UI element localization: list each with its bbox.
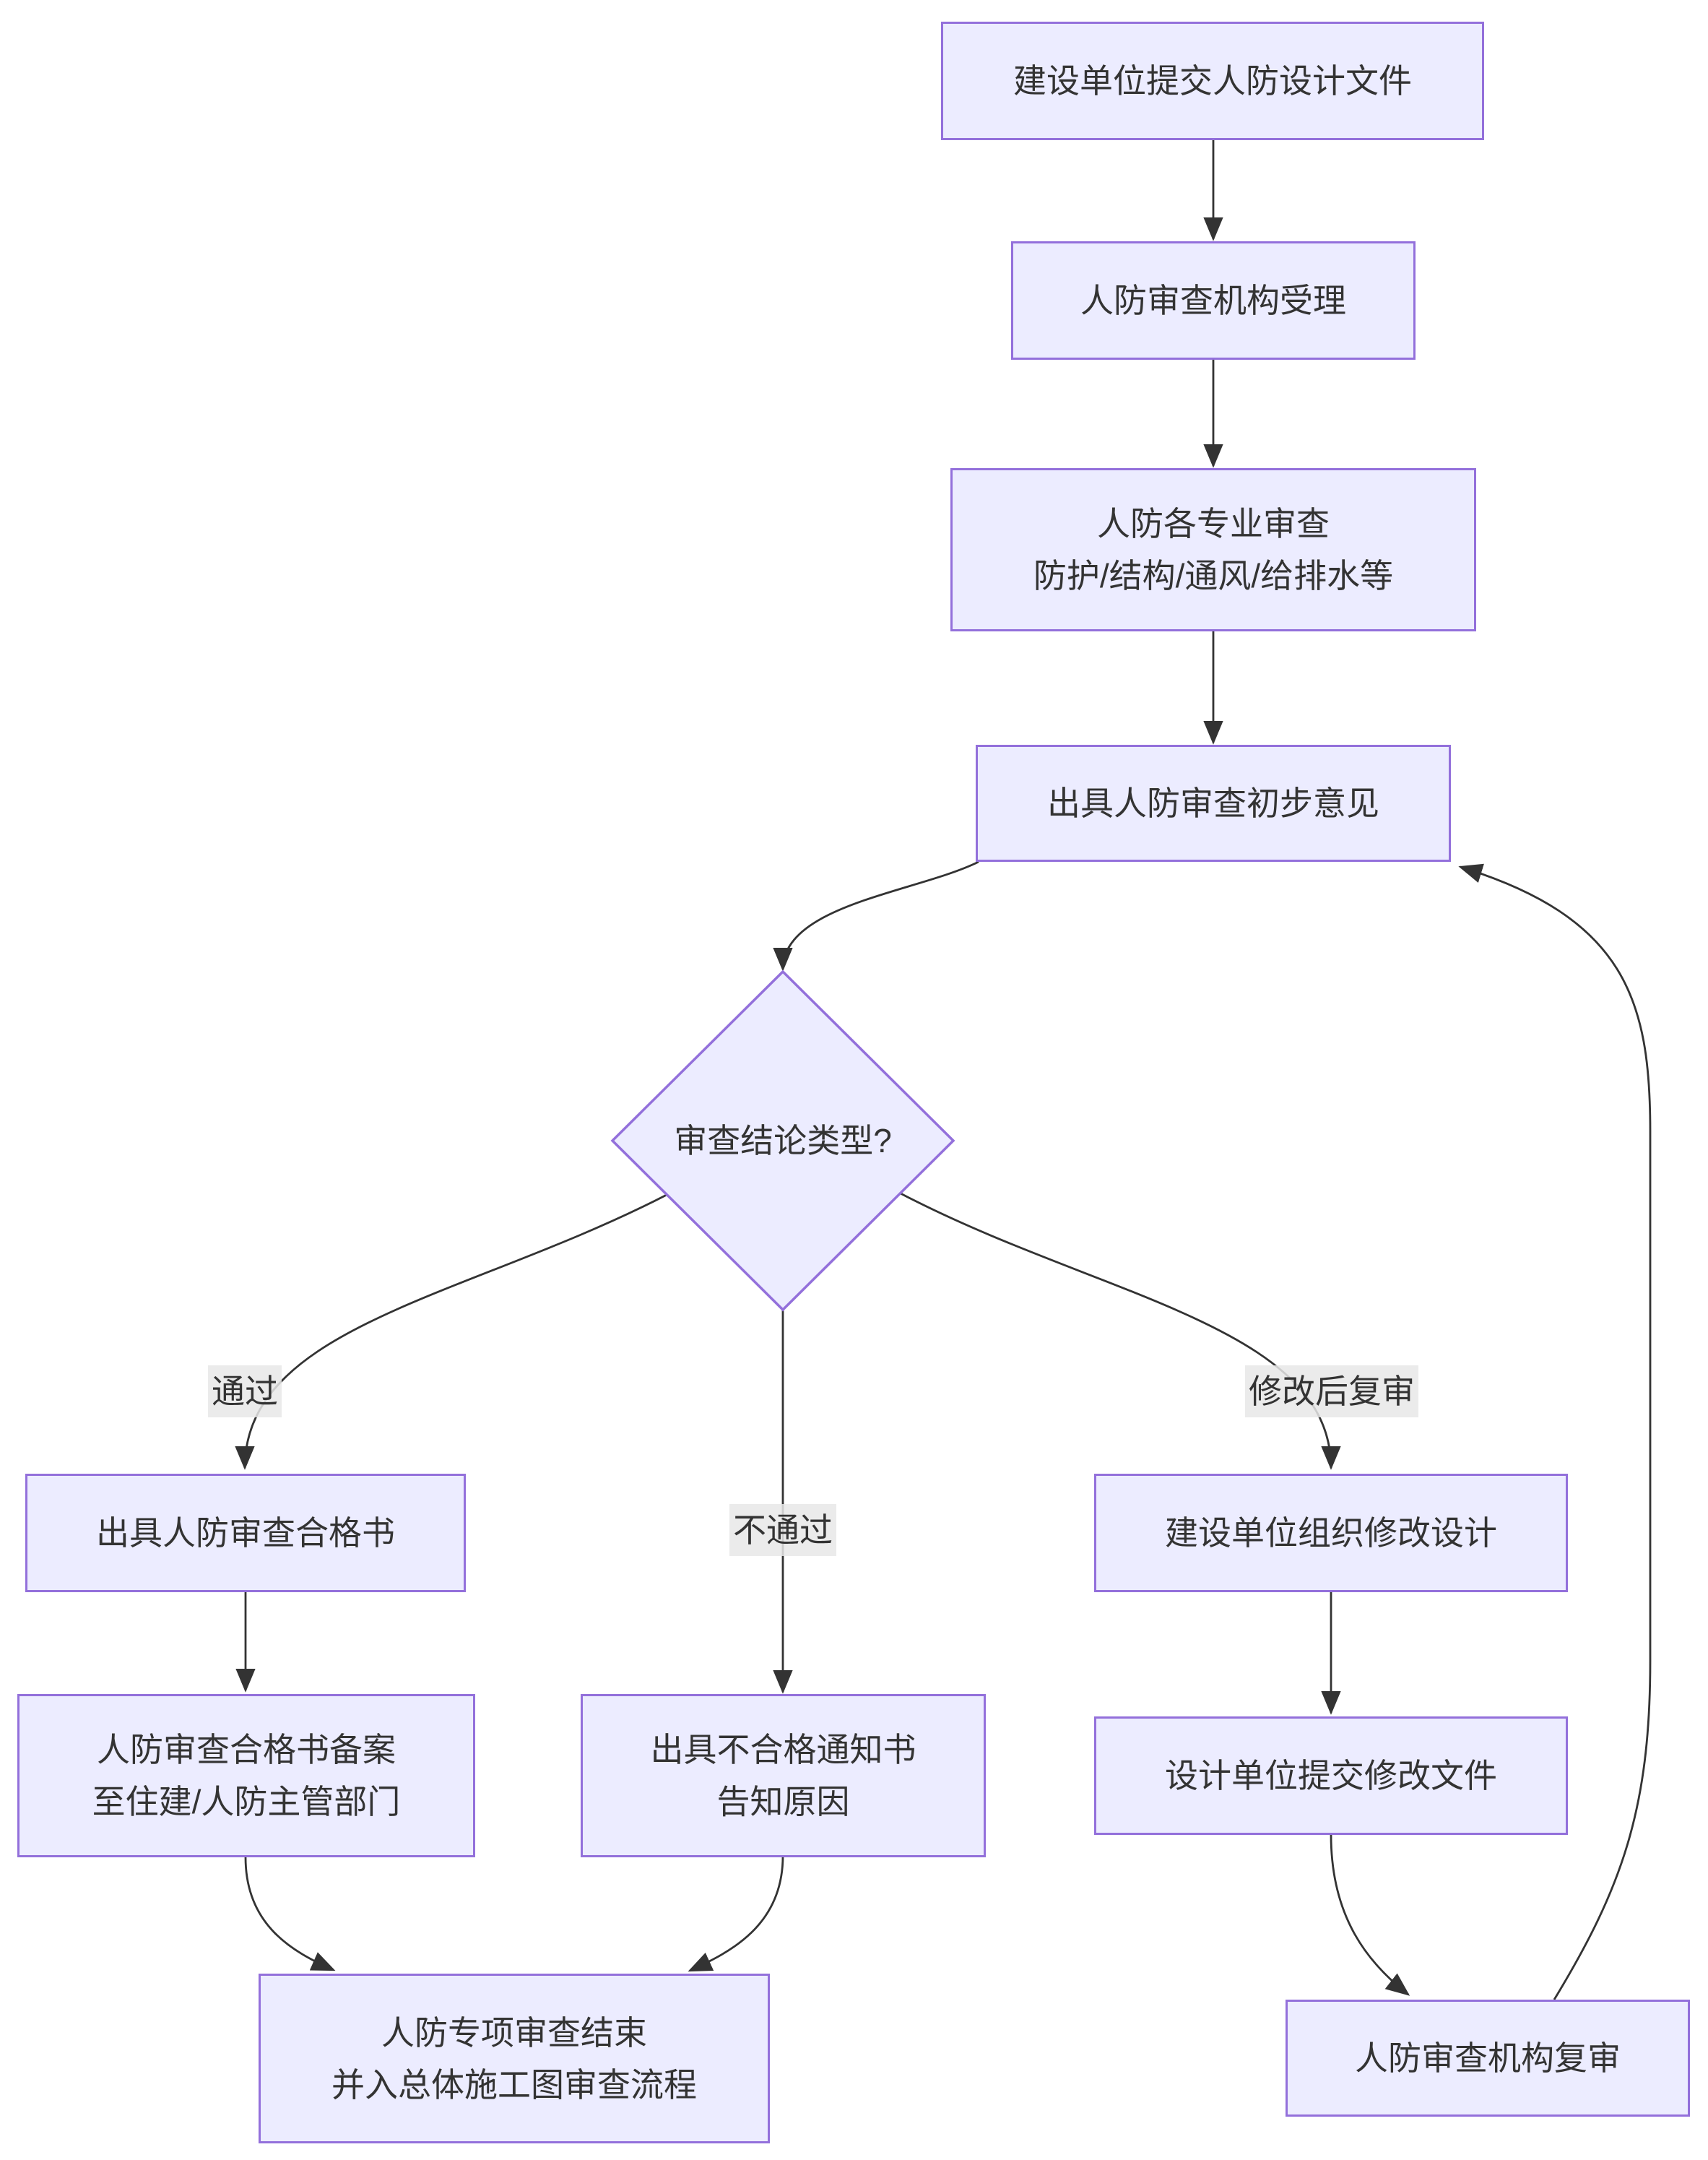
node-label: 人防审查机构复审 <box>1355 2039 1621 2077</box>
node-label-line2: 至住建/人防主管部门 <box>92 1783 401 1820</box>
node-specialty-review: 人防各专业审查 防护/结构/通风/给排水等 <box>950 468 1476 631</box>
decision-diamond-shape <box>610 969 955 1312</box>
node-submit-design-files: 建设单位提交人防设计文件 <box>941 22 1484 140</box>
node-label-line1: 出具不合格通知书 <box>650 1731 916 1768</box>
edge-filing-to-end <box>244 1857 336 1971</box>
node-label: 审查结论类型? <box>674 1122 892 1159</box>
node-label: 设计单位提交修改文件 <box>1165 1757 1497 1794</box>
edge-label-pass: 通过 <box>208 1365 282 1417</box>
node-review-body-recheck: 人防审查机构复审 <box>1286 2000 1690 2117</box>
node-issue-pass-certificate: 出具人防审查合格书 <box>25 1474 466 1592</box>
node-issue-fail-notice: 出具不合格通知书 告知原因 <box>581 1694 986 1857</box>
node-label: 出具人防审查初步意见 <box>1047 785 1379 822</box>
node-label: 建设单位提交人防设计文件 <box>1013 62 1412 100</box>
edge-submitrevised-to-recheck <box>1330 1834 1410 1996</box>
node-review-body-acceptance: 人防审查机构受理 <box>1011 241 1416 360</box>
node-label: 建设单位组织修改设计 <box>1165 1514 1497 1552</box>
node-label: 人防审查机构受理 <box>1080 282 1346 319</box>
node-preliminary-opinion: 出具人防审查初步意见 <box>976 745 1451 862</box>
node-decision-review-conclusion: 审查结论类型? <box>617 1115 949 1167</box>
edge-failnotice-to-end <box>688 1855 784 1972</box>
node-label-line1: 人防各专业审查 <box>1097 505 1330 543</box>
node-organize-design-revision: 建设单位组织修改设计 <box>1094 1474 1568 1592</box>
edge-recheck-loop-to-preliminary <box>1458 863 1652 2000</box>
edge-decision-revise <box>900 1192 1341 1470</box>
node-special-review-end: 人防专项审查结束 并入总体施工图审查流程 <box>259 1974 770 2143</box>
edge-preliminary-to-decision <box>773 860 979 972</box>
node-certificate-filing: 人防审查合格书备案 至住建/人防主管部门 <box>17 1694 475 1857</box>
edge-label-fail: 不通过 <box>729 1504 836 1556</box>
edge-decision-pass <box>235 1193 667 1470</box>
node-label-line1: 人防审查合格书备案 <box>97 1731 396 1768</box>
node-label: 出具人防审查合格书 <box>96 1514 395 1552</box>
node-submit-revised-files: 设计单位提交修改文件 <box>1094 1716 1568 1835</box>
node-label-line1: 人防专项审查结束 <box>381 2013 647 2052</box>
edge-label-revise: 修改后复审 <box>1245 1365 1418 1417</box>
node-label-line2: 防护/结构/通风/给排水等 <box>1033 557 1394 595</box>
node-label-line2: 并入总体施工图审查流程 <box>331 2065 697 2104</box>
node-label-line2: 告知原因 <box>716 1783 850 1820</box>
